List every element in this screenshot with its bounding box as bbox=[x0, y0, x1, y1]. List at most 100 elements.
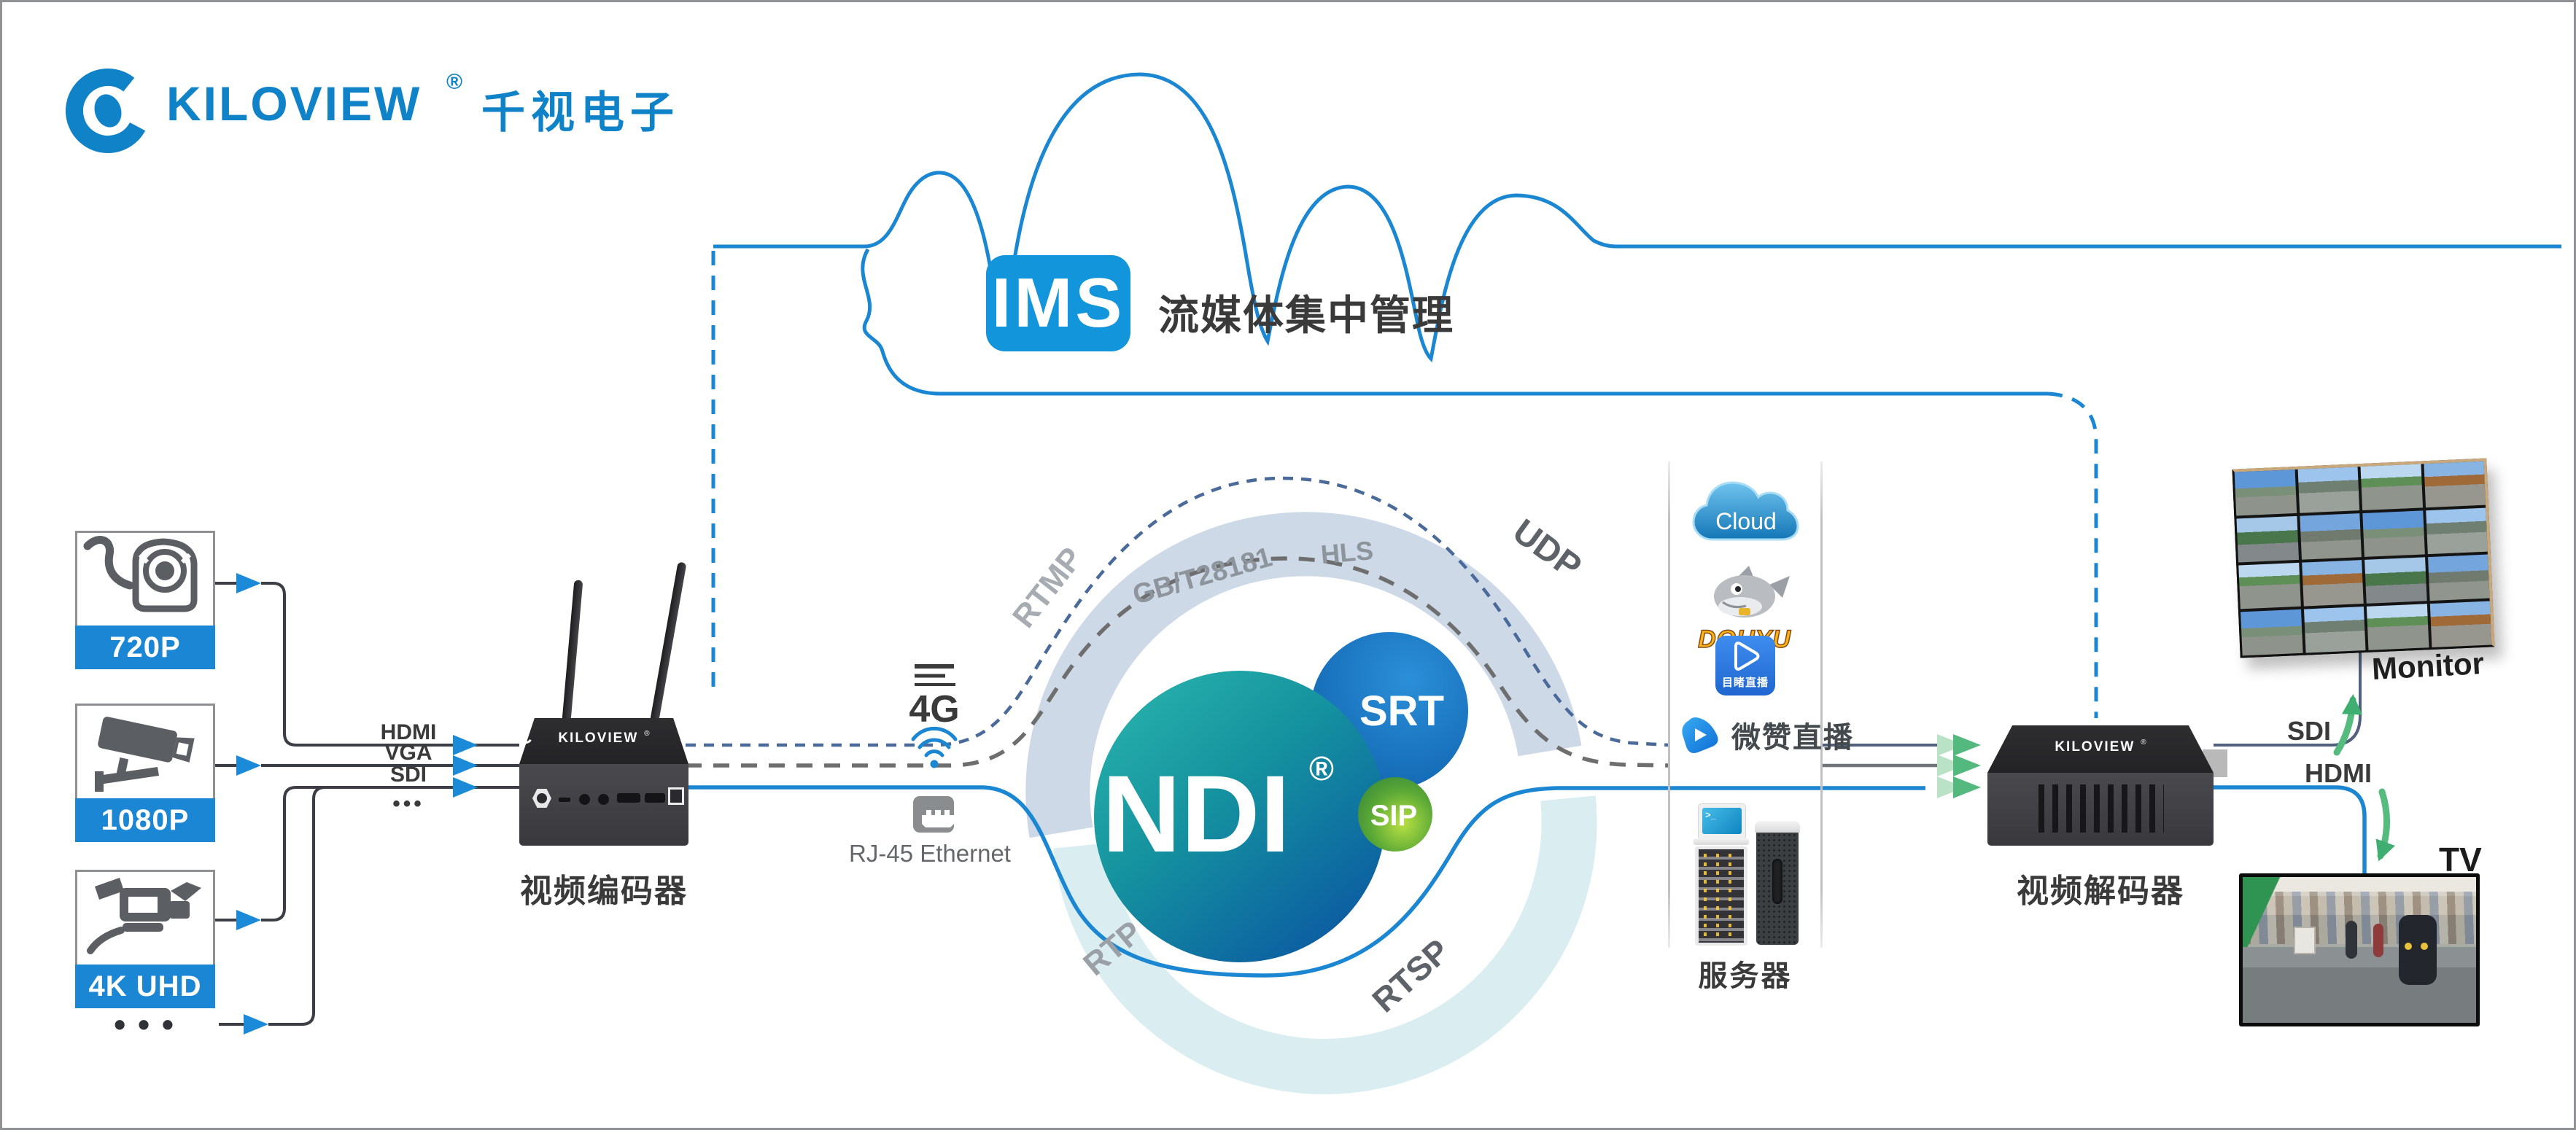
monitor-cell bbox=[2429, 601, 2492, 648]
sdi-input-label: SDI bbox=[389, 763, 427, 787]
ethernet-rtp-path bbox=[686, 785, 1925, 978]
monitor-cell bbox=[2360, 464, 2423, 510]
encoder-top-face bbox=[519, 718, 688, 764]
cloud-service-label: Cloud bbox=[1715, 508, 1777, 534]
monitor-cell bbox=[2234, 469, 2297, 516]
gbt-hls-dashed-path bbox=[686, 556, 1669, 768]
source-card-720p: 720P bbox=[75, 531, 215, 669]
brand-reg-mark: ® bbox=[446, 70, 463, 94]
decoder-brand-name: KILOVIEW bbox=[2055, 739, 2135, 755]
encoder-connector-center bbox=[537, 793, 547, 803]
cctv-camera-icon bbox=[95, 717, 195, 792]
tv-display bbox=[2239, 873, 2480, 1026]
kiloview-logo-icon bbox=[65, 68, 150, 153]
decoder-label: 视频解码器 bbox=[2017, 873, 2184, 909]
encoder-hdmi-port bbox=[617, 793, 640, 803]
monitor-cell bbox=[2423, 461, 2486, 508]
server-keyboard bbox=[1694, 838, 1749, 845]
monitor-cell bbox=[2362, 510, 2425, 557]
mudu-label: 目睹直播 bbox=[1721, 677, 1769, 689]
company-name: 千视电子 bbox=[481, 88, 680, 137]
encoder-label: 视频编码器 bbox=[520, 873, 688, 909]
encoder-switch bbox=[559, 798, 570, 802]
monitor-cell bbox=[2299, 513, 2362, 560]
camcorder-icon bbox=[87, 878, 201, 954]
server-tower-cap bbox=[1755, 821, 1800, 833]
4g-signal-icon: 4G bbox=[909, 664, 960, 730]
tv-runner bbox=[2345, 921, 2357, 959]
lower-protocol-band bbox=[1053, 795, 1597, 1095]
ims-badge: IMS bbox=[986, 255, 1130, 351]
monitor-cell bbox=[2297, 467, 2360, 513]
server-rack bbox=[1695, 846, 1747, 946]
encoder-brand-eye-icon bbox=[519, 730, 532, 744]
wifi-icon bbox=[911, 726, 958, 768]
monitor-cell bbox=[2303, 607, 2366, 653]
decoder-vents bbox=[2038, 784, 2164, 833]
encoder-usb-port bbox=[645, 793, 665, 803]
encoder-brand-row: KILOVIEW ® bbox=[519, 730, 688, 747]
hdmi-output-label: HDMI bbox=[2305, 758, 2372, 788]
rtmp-label: RTMP bbox=[1006, 541, 1090, 634]
monitor-label: Monitor bbox=[2370, 646, 2486, 686]
upper-protocol-band bbox=[1025, 512, 1582, 838]
source-card-label: 4K UHD bbox=[75, 965, 215, 1008]
server-tower-slot bbox=[1772, 859, 1782, 904]
monitor-cell bbox=[2301, 560, 2364, 607]
srt-label: SRT bbox=[1359, 687, 1444, 735]
webcam-icon bbox=[83, 536, 198, 612]
weizan-row: 微赞直播 bbox=[1677, 713, 1854, 757]
weizan-label: 微赞直播 bbox=[1731, 722, 1854, 754]
server-tower bbox=[1756, 833, 1799, 945]
monitor-cell bbox=[2364, 557, 2427, 604]
encoder-port-dot-1 bbox=[579, 794, 590, 805]
cloud-service-icon: Cloud bbox=[1692, 481, 1799, 541]
encoder-brand-reg: ® bbox=[644, 729, 650, 738]
services-panel-left-border bbox=[1668, 461, 1670, 948]
monitor-cell bbox=[2366, 604, 2429, 650]
vga-input-label: VGA bbox=[384, 741, 432, 765]
mudu-play-icon bbox=[1734, 642, 1760, 671]
udp-rtmp-dashed-path bbox=[686, 476, 1669, 747]
4g-label: 4G bbox=[909, 688, 959, 730]
tv-motorcycle bbox=[2398, 915, 2437, 985]
udp-label: UDP bbox=[1506, 512, 1588, 586]
decoder-brand-eye-icon bbox=[1987, 739, 2001, 752]
source-card-4k: 4K UHD bbox=[75, 870, 215, 1008]
ims-badge-label: IMS bbox=[991, 264, 1125, 342]
encoder-rj45-port bbox=[668, 787, 684, 805]
rj45-icon bbox=[913, 796, 954, 833]
more-inputs-dots: ••• bbox=[392, 792, 424, 816]
server-monitor: >_ bbox=[1698, 803, 1746, 840]
more-sources-dots: • • • bbox=[114, 1005, 175, 1043]
monitor-cell bbox=[2425, 507, 2488, 555]
services-panel-right-border bbox=[1820, 461, 1823, 948]
monitor-cell bbox=[2241, 609, 2303, 656]
tv-label: TV bbox=[2439, 841, 2482, 878]
monitor-cell bbox=[2238, 562, 2301, 609]
hls-label: HLS bbox=[1319, 535, 1374, 569]
ethernet-caption: RJ-45 Ethernet bbox=[849, 840, 1011, 867]
sdi-output-label: SDI bbox=[2287, 716, 2332, 746]
sdi-up-green-arrow bbox=[2333, 694, 2362, 756]
green-arrowheads bbox=[1937, 734, 1981, 798]
weizan-logo-space bbox=[1677, 713, 1721, 757]
decoder-brand-reg: ® bbox=[2141, 738, 2146, 747]
monitor-cell bbox=[2236, 515, 2299, 563]
sip-label: SIP bbox=[1370, 800, 1417, 832]
hdmi-input-label: HDMI bbox=[380, 720, 437, 744]
decoder-top-face bbox=[1987, 725, 2214, 773]
encoder-brand-name: KILOVIEW bbox=[558, 730, 639, 746]
hdmi-down-green-arrow bbox=[2375, 788, 2395, 862]
tv-runner bbox=[2373, 924, 2384, 957]
decoder-brand-row: KILOVIEW ® bbox=[1987, 739, 2214, 755]
blue-arrowheads bbox=[236, 573, 478, 1034]
brand-name: KILOVIEW bbox=[166, 77, 422, 130]
server-label: 服务器 bbox=[1698, 960, 1793, 992]
server-rack-leds bbox=[1704, 852, 1736, 940]
encoder-port-dot-2 bbox=[598, 794, 609, 805]
source-card-label: 1080P bbox=[75, 798, 215, 842]
tv-picture bbox=[2243, 877, 2476, 1023]
